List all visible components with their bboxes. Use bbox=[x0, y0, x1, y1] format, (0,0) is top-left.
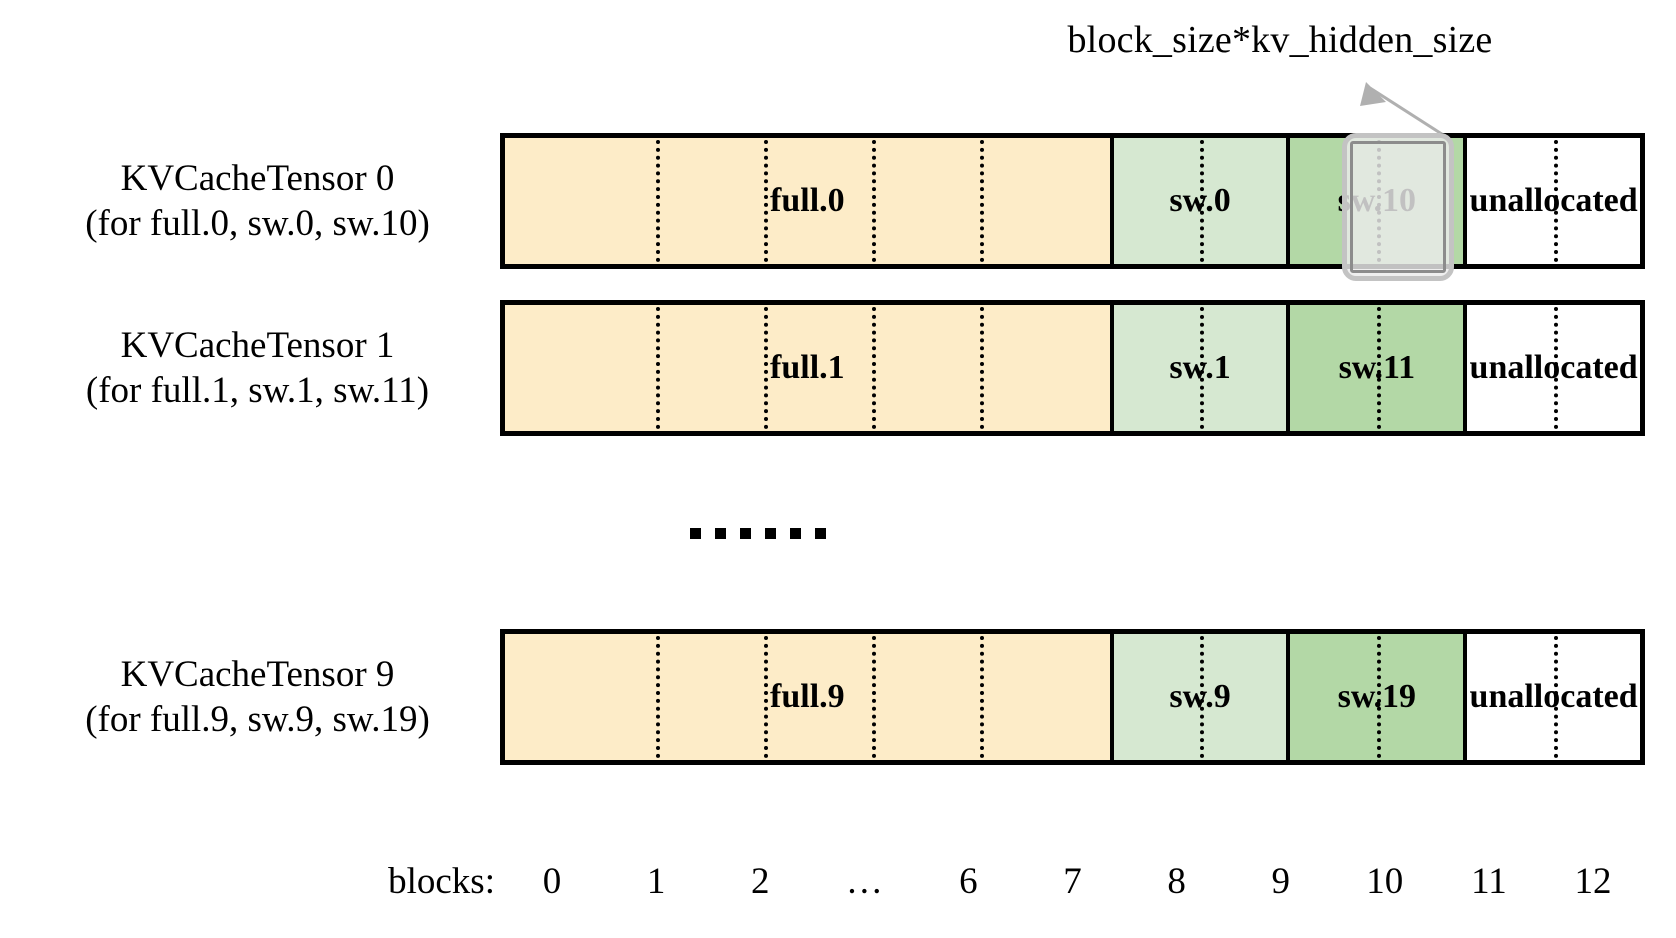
block-segment-sw-19[interactable]: sw.19 bbox=[1290, 634, 1468, 760]
block-segment-sw-11[interactable]: sw.11 bbox=[1290, 305, 1468, 431]
block-segment-label: sw.9 bbox=[1169, 678, 1231, 716]
tensor-row-9-title: KVCacheTensor 9 bbox=[120, 653, 395, 695]
tensor-row-0: KVCacheTensor 0 (for full.0, sw.0, sw.10… bbox=[0, 133, 1676, 269]
block-segment-label: full.9 bbox=[770, 678, 845, 716]
block-tick: 9 bbox=[1271, 861, 1290, 902]
block-segment-sw-0[interactable]: sw.0 bbox=[1113, 138, 1291, 264]
block-tick: 7 bbox=[1063, 861, 1082, 902]
tensor-row-0-bar: full.0 sw.0 sw.10 unallocated bbox=[500, 133, 1645, 269]
block-tick: 0 bbox=[542, 861, 562, 902]
tensor-row-1-subtitle: (for full.1, sw.1, sw.11) bbox=[85, 370, 430, 411]
block-segment-unallocated-9[interactable]: unallocated bbox=[1467, 634, 1640, 760]
block-segment-label: sw.19 bbox=[1337, 678, 1417, 716]
blocks-axis-title: blocks: bbox=[388, 861, 495, 902]
block-segment-unallocated-0[interactable]: unallocated bbox=[1467, 138, 1640, 264]
callout-label: block_size*kv_hidden_size bbox=[1067, 19, 1493, 61]
block-segment-label: unallocated bbox=[1469, 349, 1638, 387]
rows-ellipsis bbox=[690, 528, 826, 539]
block-segment-label: full.1 bbox=[770, 349, 845, 387]
block-segment-label: sw.0 bbox=[1169, 182, 1231, 220]
unallocated-highlight-box bbox=[1342, 133, 1454, 281]
block-segment-label: unallocated bbox=[1469, 182, 1638, 220]
block-tick: 6 bbox=[959, 861, 978, 902]
block-segment-label: full.0 bbox=[770, 182, 845, 220]
blocks-axis: blocks: 0 1 2 … 6 7 8 9 10 11 12 bbox=[0, 858, 1676, 928]
block-segment-full-9[interactable]: full.9 bbox=[505, 634, 1114, 760]
tensor-row-9-label: KVCacheTensor 9 (for full.9, sw.9, sw.19… bbox=[30, 652, 485, 742]
block-segment-full-1[interactable]: full.1 bbox=[505, 305, 1114, 431]
block-segment-label: unallocated bbox=[1469, 678, 1638, 716]
block-tick: … bbox=[845, 861, 883, 902]
block-segment-label: sw.11 bbox=[1338, 349, 1416, 387]
block-tick: 2 bbox=[750, 861, 770, 902]
tensor-row-9: KVCacheTensor 9 (for full.9, sw.9, sw.19… bbox=[0, 629, 1676, 765]
tensor-row-1-title: KVCacheTensor 1 bbox=[120, 324, 395, 366]
callout-arrow-icon bbox=[1360, 82, 1449, 140]
tensor-row-1: KVCacheTensor 1 (for full.1, sw.1, sw.11… bbox=[0, 300, 1676, 436]
block-segment-unallocated-1[interactable]: unallocated bbox=[1467, 305, 1640, 431]
block-tick: 12 bbox=[1574, 861, 1612, 902]
tensor-row-0-subtitle: (for full.0, sw.0, sw.10) bbox=[85, 203, 430, 244]
tensor-row-9-subtitle: (for full.9, sw.9, sw.19) bbox=[85, 699, 430, 740]
tensor-row-9-bar: full.9 sw.9 sw.19 unallocated bbox=[500, 629, 1645, 765]
tensor-row-0-label: KVCacheTensor 0 (for full.0, sw.0, sw.10… bbox=[30, 156, 485, 246]
blocks-axis-ticks: 0 1 2 … 6 7 8 9 10 11 12 bbox=[500, 860, 1645, 915]
block-tick: 10 bbox=[1366, 861, 1404, 902]
block-segment-sw-1[interactable]: sw.1 bbox=[1113, 305, 1291, 431]
tensor-row-0-title: KVCacheTensor 0 bbox=[120, 157, 395, 199]
block-tick: 11 bbox=[1471, 861, 1507, 902]
tensor-row-1-label: KVCacheTensor 1 (for full.1, sw.1, sw.11… bbox=[30, 323, 485, 413]
tensor-row-1-bar: full.1 sw.1 sw.11 unallocated bbox=[500, 300, 1645, 436]
block-segment-label: sw.1 bbox=[1169, 349, 1231, 387]
block-segment-full-0[interactable]: full.0 bbox=[505, 138, 1114, 264]
block-tick: 1 bbox=[646, 861, 666, 902]
block-segment-sw-9[interactable]: sw.9 bbox=[1113, 634, 1291, 760]
block-tick: 8 bbox=[1167, 861, 1186, 902]
